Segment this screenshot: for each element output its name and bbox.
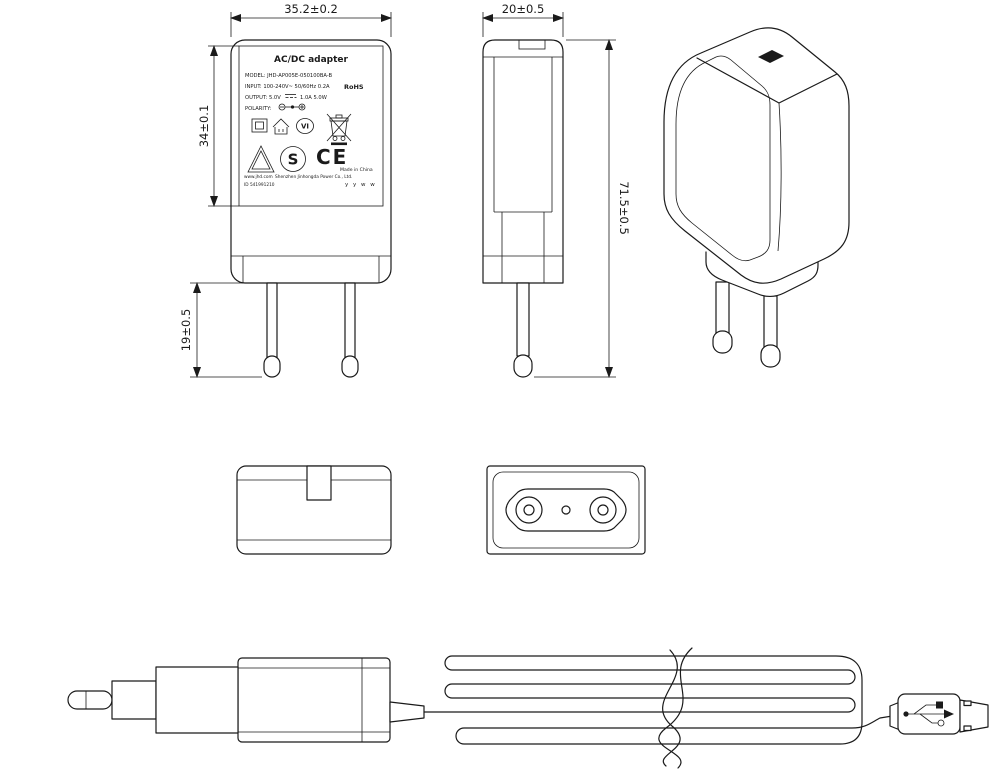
iso-pins <box>712 281 781 368</box>
label-input: INPUT: 100-240V~ 50/60Hz 0.2A <box>245 84 330 90</box>
dim-front-width: 35.2±0.2 <box>230 2 392 37</box>
iso-usb-port <box>758 50 784 63</box>
label-model: MODEL: JHD-AP005E-050100BA-B <box>245 73 333 79</box>
front-pins <box>263 282 359 378</box>
rating-label-border <box>238 45 384 207</box>
s-safety-mark-icon: S <box>280 146 306 172</box>
dim-overall-height: 71.5±0.5 <box>534 39 631 378</box>
label-id-code: ID 541991210 <box>244 182 275 188</box>
side-body-seams <box>483 39 563 283</box>
dim-overall-height-text: 71.5±0.5 <box>617 181 631 235</box>
top-view-usb-notch <box>306 465 332 501</box>
ce-mark: CE <box>316 145 348 169</box>
micro-usb-connector <box>889 693 989 735</box>
plug-face-inner-border <box>492 471 640 549</box>
label-title: AC/DC adapter <box>274 55 349 65</box>
tuv-triangle-icon <box>247 145 275 173</box>
dim-pin-length: 19±0.5 <box>179 282 264 378</box>
dim-label-height-text: 34±0.1 <box>197 105 211 148</box>
dim-depth-text: 20±0.5 <box>502 2 545 16</box>
coiled-cable <box>423 655 893 745</box>
cable-assembly-view <box>67 647 989 769</box>
weee-bin-icon <box>326 113 352 146</box>
label-website: www.jhd.com <box>244 174 273 180</box>
label-company: Shenzhen Jinhongda Power Co., Ltd. <box>275 174 352 180</box>
iso-body-edges <box>675 55 838 262</box>
adapter-side-body <box>482 39 564 284</box>
usb-connector-tip <box>959 699 989 733</box>
side-view <box>482 39 564 378</box>
label-output2: 1.0A 5.0W <box>300 95 327 101</box>
assembly-adapter-body <box>237 657 391 743</box>
iso-body-silhouette <box>663 27 850 284</box>
s-mark-text: S <box>288 151 299 169</box>
efficiency-vi-text: VI <box>301 123 309 131</box>
efficiency-vi-icon: VI <box>296 118 314 134</box>
adapter-front-body <box>230 39 392 284</box>
polarity-icon <box>278 103 306 111</box>
dim-depth: 20±0.5 <box>482 2 564 37</box>
front-view: AC/DC adapter MODEL: JHD-AP005E-050100BA… <box>230 39 392 378</box>
usb-trident-icon <box>903 701 954 727</box>
cable-strain-relief <box>389 701 425 723</box>
front-body-seams <box>231 255 391 283</box>
side-pin <box>513 282 533 378</box>
plug-center-screw <box>561 505 571 515</box>
dimension-annotations: 35.2±0.2 20±0.5 34±0.1 19±0.5 71 <box>179 2 631 378</box>
label-rohs: RoHS <box>344 83 364 91</box>
label-output: OUTPUT: 5.0V <box>245 95 281 101</box>
label-polarity: POLARITY: <box>245 106 272 112</box>
rating-label: AC/DC adapter MODEL: JHD-AP005E-050100BA… <box>238 45 384 207</box>
twist-tie <box>658 647 693 769</box>
perspective-view <box>663 27 850 368</box>
label-date-code: y y w w <box>345 182 376 188</box>
dim-front-width-text: 35.2±0.2 <box>284 2 338 16</box>
label-made-in: Made in China <box>340 167 373 173</box>
dc-symbol-icon <box>285 94 297 98</box>
plug-face-view <box>486 465 646 555</box>
dim-label-height: 34±0.1 <box>197 45 239 207</box>
plug-pin-holes <box>515 496 617 524</box>
class2-insulation-icon <box>251 118 268 133</box>
indoor-use-icon <box>272 118 290 135</box>
top-view <box>236 465 392 555</box>
dim-pin-length-text: 19±0.5 <box>179 309 193 352</box>
assembly-plug-end <box>67 657 425 743</box>
